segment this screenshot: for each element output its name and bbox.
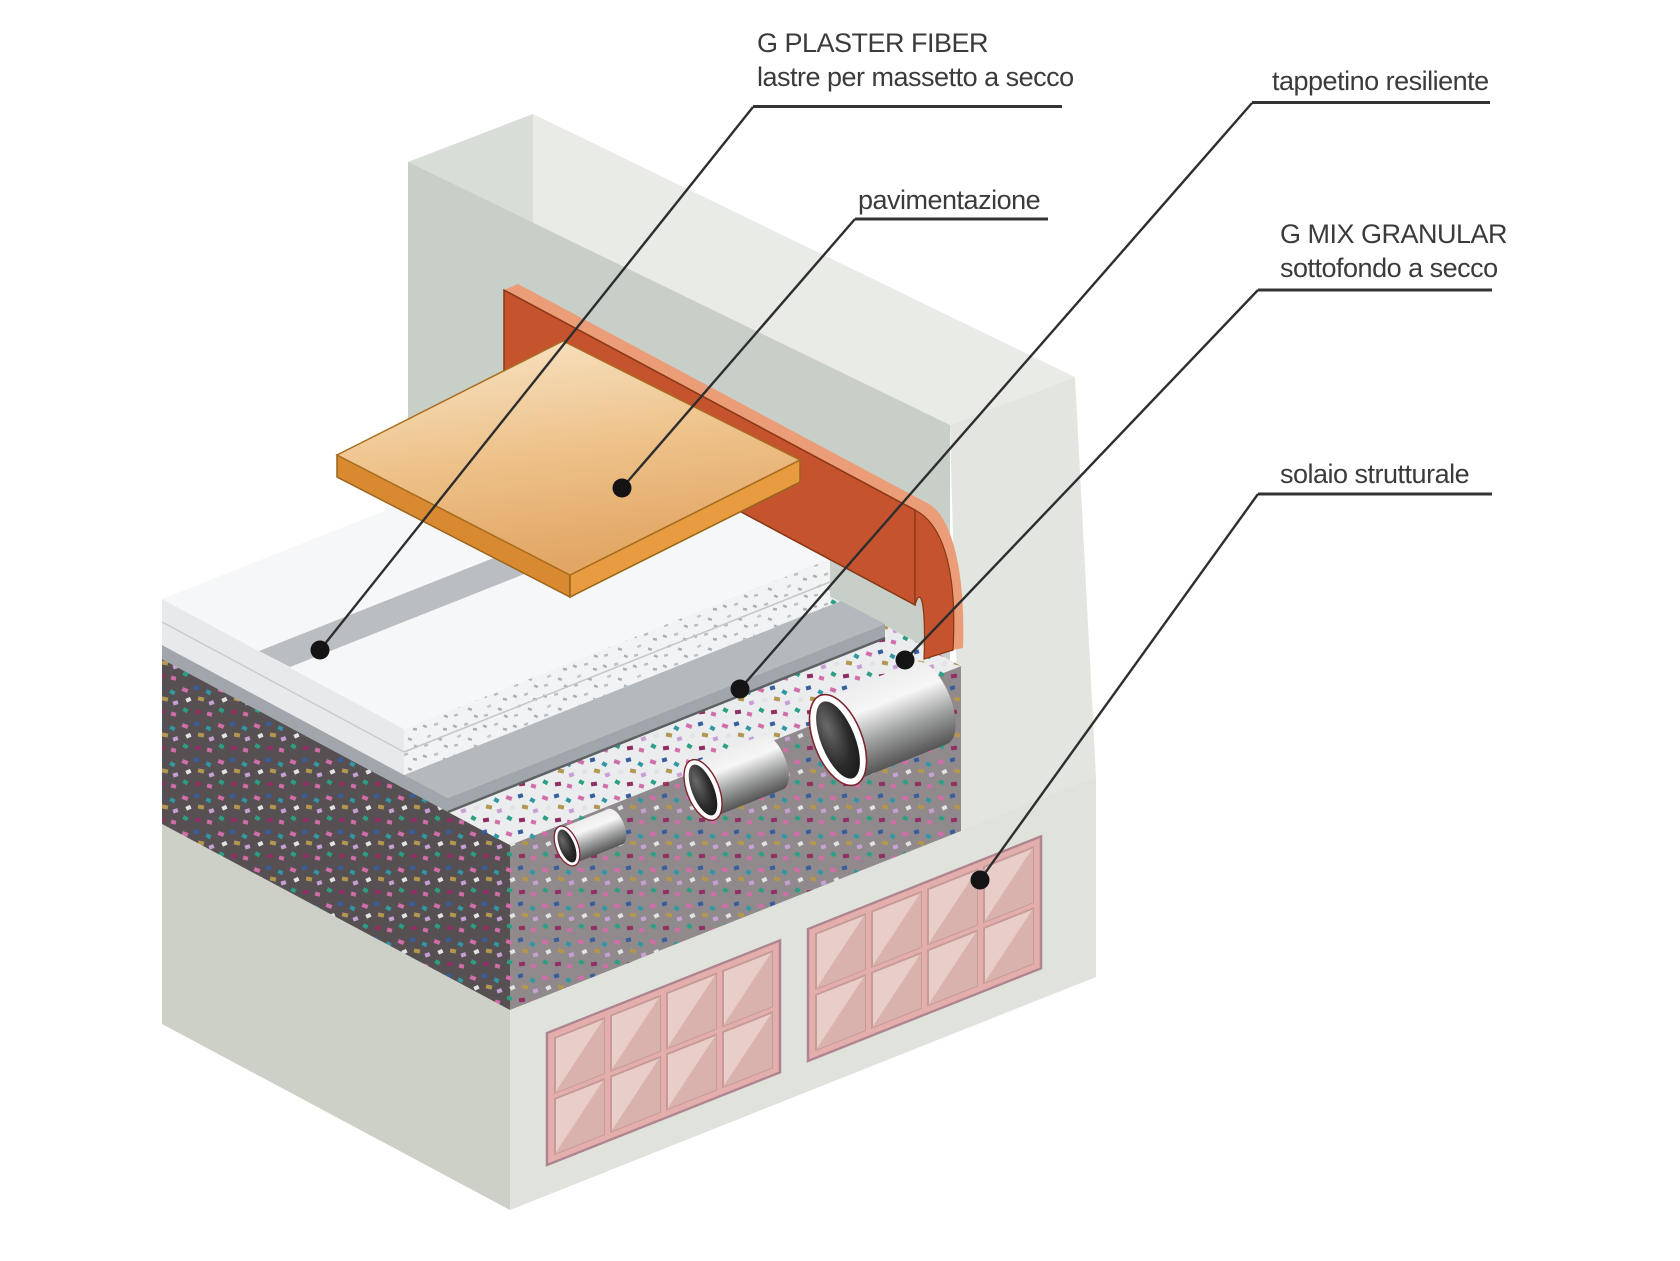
structural-slab <box>162 777 1096 1210</box>
tile-top-face <box>335 340 802 576</box>
callout-dot-gmix <box>895 650 915 670</box>
floor-tile <box>335 340 802 599</box>
hollow-block-panel-1 <box>545 938 782 1167</box>
label-plaster-line1: G PLASTER FIBER <box>757 28 988 58</box>
pipe-medium <box>683 734 789 822</box>
callout-dot-pavimentazione <box>612 478 632 498</box>
callouts <box>310 101 1492 890</box>
slab-left-face <box>162 824 510 1210</box>
wall-top-face <box>408 114 1075 425</box>
label-gmix-line2: sottofondo a secco <box>1280 253 1498 283</box>
pipe-small <box>553 808 627 867</box>
leader-solaio <box>979 493 1259 881</box>
label-tappetino: tappetino resiliente <box>1272 66 1489 96</box>
mat-left-edge <box>162 645 448 812</box>
leader-tappetino <box>739 102 1253 690</box>
mat-front-edge <box>448 624 885 812</box>
mat-bottom-line <box>447 636 886 814</box>
granular-left-face <box>162 659 510 1010</box>
mat-top-band <box>404 601 885 798</box>
leader-plaster <box>319 106 754 651</box>
label-gmix-line1: G MIX GRANULAR <box>1280 219 1507 249</box>
strip-inner-band <box>504 284 929 510</box>
label-plaster-line2: lastre per massetto a secco <box>757 62 1074 92</box>
embedded-pipes <box>553 661 956 867</box>
granular-top-band <box>448 633 961 845</box>
wall-right-end-face <box>950 377 1096 833</box>
pipe-large <box>808 661 956 787</box>
hollow-block-panel-2 <box>806 834 1043 1063</box>
callout-dot-tappetino <box>730 679 750 699</box>
label-pavimentazione: pavimentazione <box>858 185 1040 215</box>
board-left-seam <box>161 621 405 753</box>
callout-dot-solaio <box>970 870 990 890</box>
leader-gmix <box>904 289 1259 661</box>
strip-curl <box>914 509 955 660</box>
callout-dot-plaster <box>310 640 330 660</box>
board-front-seam <box>403 581 831 753</box>
labels: G PLASTER FIBER lastre per massetto a se… <box>757 28 1508 489</box>
label-solaio: solaio strutturale <box>1280 459 1469 489</box>
resilient-mat <box>162 601 886 814</box>
leader-pavimentazione <box>621 218 856 489</box>
strip-curl-outer <box>915 504 964 650</box>
